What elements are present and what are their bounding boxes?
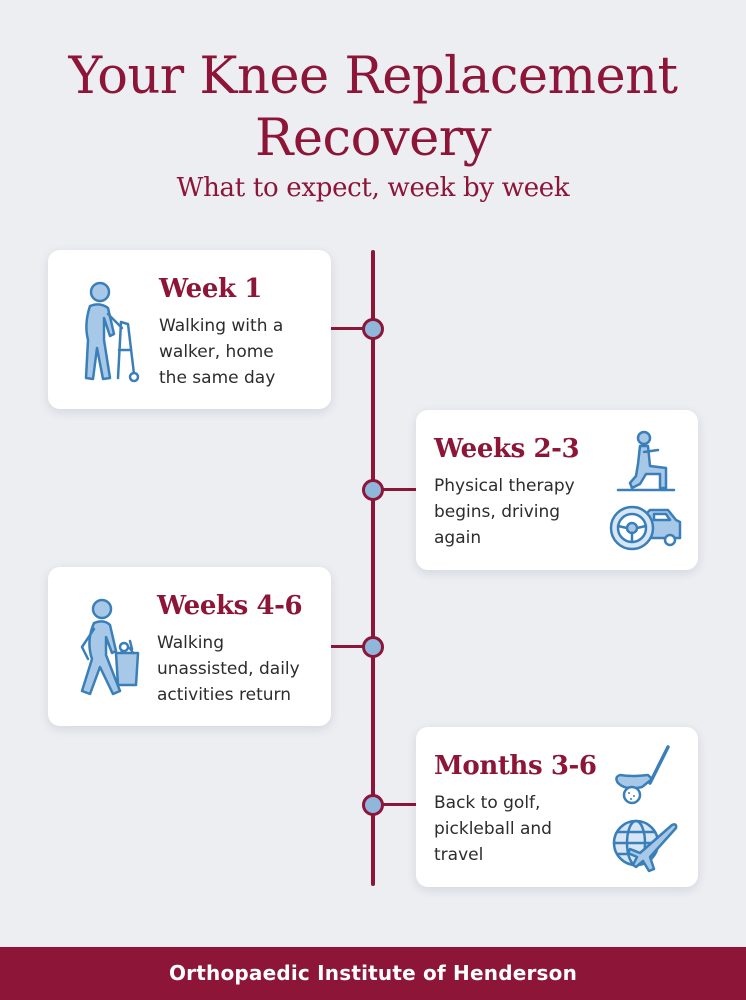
stage-card-weeks-4-6: Weeks 4-6 Walking unassisted, daily acti… xyxy=(48,567,331,726)
timeline-connector xyxy=(373,488,416,491)
page-subtitle: What to expect, week by week xyxy=(176,173,570,203)
timeline-connector xyxy=(373,803,416,806)
walker-icon xyxy=(66,278,142,386)
stage-title: Weeks 2-3 xyxy=(434,434,580,464)
timeline-node xyxy=(362,479,384,501)
timeline-node xyxy=(362,636,384,658)
stage-card-months-3-6: Months 3-6 Back to golf, pickleball and … xyxy=(416,727,698,887)
stage-card-weeks-2-3: Weeks 2-3 Physical therapy begins, drivi… xyxy=(416,410,698,570)
stage-description: Physical therapy begins, driving again xyxy=(434,476,575,548)
stage-description: Walking with a walker, home the same day xyxy=(159,316,284,388)
timeline-node xyxy=(362,318,384,340)
stage-title: Week 1 xyxy=(159,274,262,304)
stage-card-week-1: Week 1 Walking with a walker, home the s… xyxy=(48,250,331,409)
page-title: Your Knee Replacement Recovery xyxy=(68,47,678,168)
stage-title: Weeks 4-6 xyxy=(157,591,303,621)
globe-airplane-icon xyxy=(610,813,678,873)
steering-wheel-car-icon xyxy=(608,504,682,552)
footer-banner: Orthopaedic Institute of Henderson xyxy=(0,947,746,1000)
timeline-connector xyxy=(331,645,373,648)
golf-club-icon xyxy=(612,743,676,807)
walking-shopping-bag-icon xyxy=(70,597,142,699)
stage-description: Back to golf, pickleball and travel xyxy=(434,793,552,865)
stage-description: Walking unassisted, daily activities ret… xyxy=(157,633,300,705)
stage-title: Months 3-6 xyxy=(434,751,597,781)
lunge-exercise-icon xyxy=(614,428,678,492)
timeline-node xyxy=(362,794,384,816)
timeline-connector xyxy=(331,327,373,330)
timeline-spine xyxy=(371,250,375,886)
